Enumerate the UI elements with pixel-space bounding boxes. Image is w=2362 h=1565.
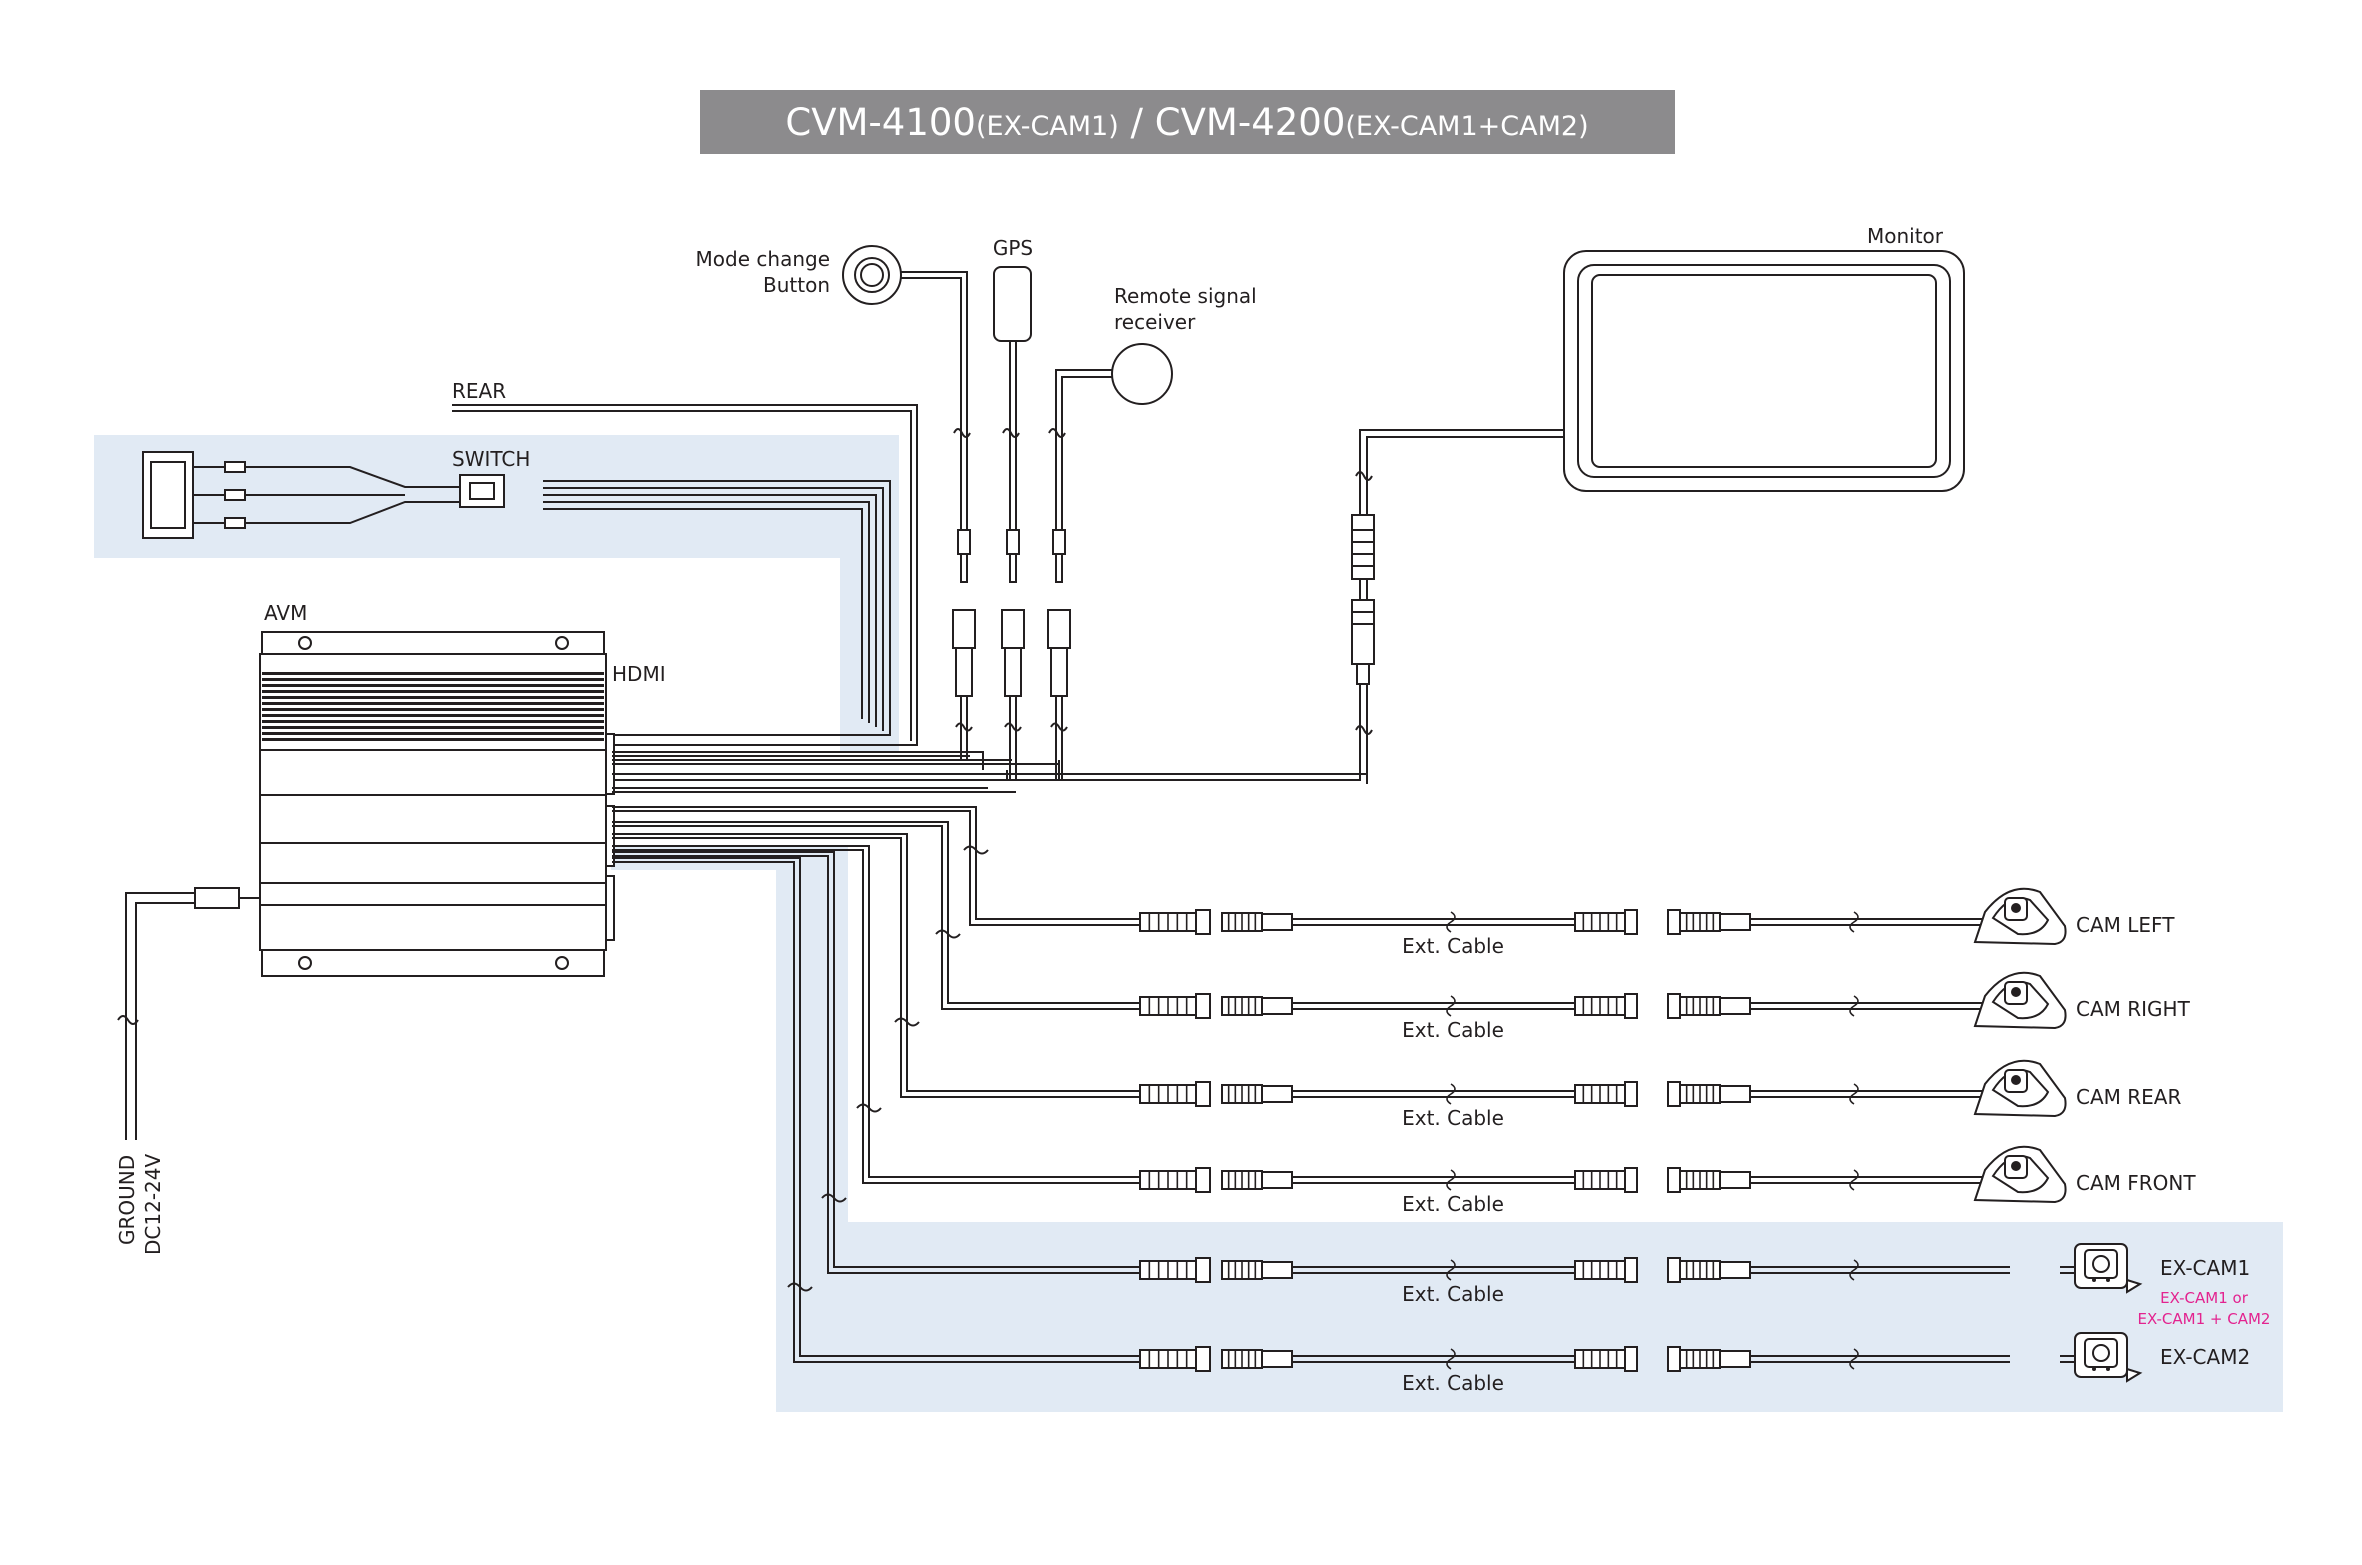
ext-cable-label: Ext. Cable bbox=[1402, 1282, 1504, 1306]
power-wiring: GROUND DC12-24V bbox=[115, 887, 260, 1255]
camera-label: CAM RIGHT bbox=[2076, 997, 2191, 1021]
ext-cable-label: Ext. Cable bbox=[1402, 1192, 1504, 1216]
dc-label: DC12-24V bbox=[141, 1154, 165, 1255]
camera-label: CAM REAR bbox=[2076, 1085, 2181, 1109]
title-banner: CVM-4100(EX-CAM1) / CVM-4200(EX-CAM1+CAM… bbox=[700, 90, 1675, 154]
rear-label: REAR bbox=[452, 379, 506, 403]
ext-cable-label: Ext. Cable bbox=[1402, 934, 1504, 958]
ex-note-line-2: EX-CAM1 + CAM2 bbox=[2138, 1310, 2271, 1328]
box-camera-icon bbox=[2060, 1243, 2143, 1294]
rear-switch-wiring: REAR SWITCH bbox=[142, 379, 918, 746]
title-model-2: CVM-4200 bbox=[1155, 101, 1346, 144]
camera-label: CAM LEFT bbox=[2076, 913, 2175, 937]
ext-cable-label: Ext. Cable bbox=[1402, 1106, 1504, 1130]
mode-change-button: Mode change Button bbox=[696, 245, 968, 530]
title-separator: / bbox=[1119, 101, 1155, 144]
camera-run-1: Ext. Cable CAM LEFT bbox=[612, 806, 2175, 958]
camera-label: EX-CAM1 bbox=[2160, 1256, 2250, 1280]
remote-label-1: Remote signal bbox=[1114, 284, 1257, 308]
ext-cable-label: Ext. Cable bbox=[1402, 1018, 1504, 1042]
power-connector bbox=[194, 887, 240, 909]
remote-receiver: Remote signal receiver bbox=[1055, 284, 1257, 530]
signal-connectors bbox=[952, 428, 1071, 780]
box-camera-icon bbox=[2060, 1332, 2143, 1383]
mode-change-label-1: Mode change bbox=[696, 247, 830, 271]
title-background bbox=[700, 90, 1675, 154]
camera-label: CAM FRONT bbox=[2076, 1171, 2196, 1195]
hdmi-label: HDMI bbox=[612, 662, 666, 686]
page-title: CVM-4100(EX-CAM1) / CVM-4200(EX-CAM1+CAM… bbox=[785, 101, 1588, 144]
switch-label: SWITCH bbox=[452, 447, 530, 471]
avm-unit: AVM HDMI bbox=[259, 601, 1367, 977]
dome-camera-icon bbox=[1973, 1059, 2067, 1118]
ground-label: GROUND bbox=[115, 1155, 139, 1245]
avm-label: AVM bbox=[264, 601, 307, 625]
camera-label: EX-CAM2 bbox=[2160, 1345, 2250, 1369]
dome-camera-icon bbox=[1973, 971, 2067, 1030]
title-variant-2: (EX-CAM1+CAM2) bbox=[1345, 111, 1588, 142]
monitor: Monitor bbox=[612, 224, 1965, 784]
dome-camera-icon bbox=[1973, 887, 2067, 946]
mode-change-label-2: Button bbox=[763, 273, 830, 297]
monitor-label: Monitor bbox=[1867, 224, 1944, 248]
remote-label-2: receiver bbox=[1114, 310, 1196, 334]
ext-cable-label: Ext. Cable bbox=[1402, 1371, 1504, 1395]
ex-note-line-1: EX-CAM1 or bbox=[2160, 1289, 2249, 1307]
dome-camera-icon bbox=[1973, 1145, 2067, 1204]
gps-label: GPS bbox=[993, 236, 1033, 260]
gps-antenna: GPS bbox=[993, 236, 1033, 530]
title-variant-1: (EX-CAM1) bbox=[976, 111, 1119, 142]
title-model-1: CVM-4100 bbox=[785, 101, 976, 144]
ex-cam-highlight bbox=[611, 845, 2283, 1412]
